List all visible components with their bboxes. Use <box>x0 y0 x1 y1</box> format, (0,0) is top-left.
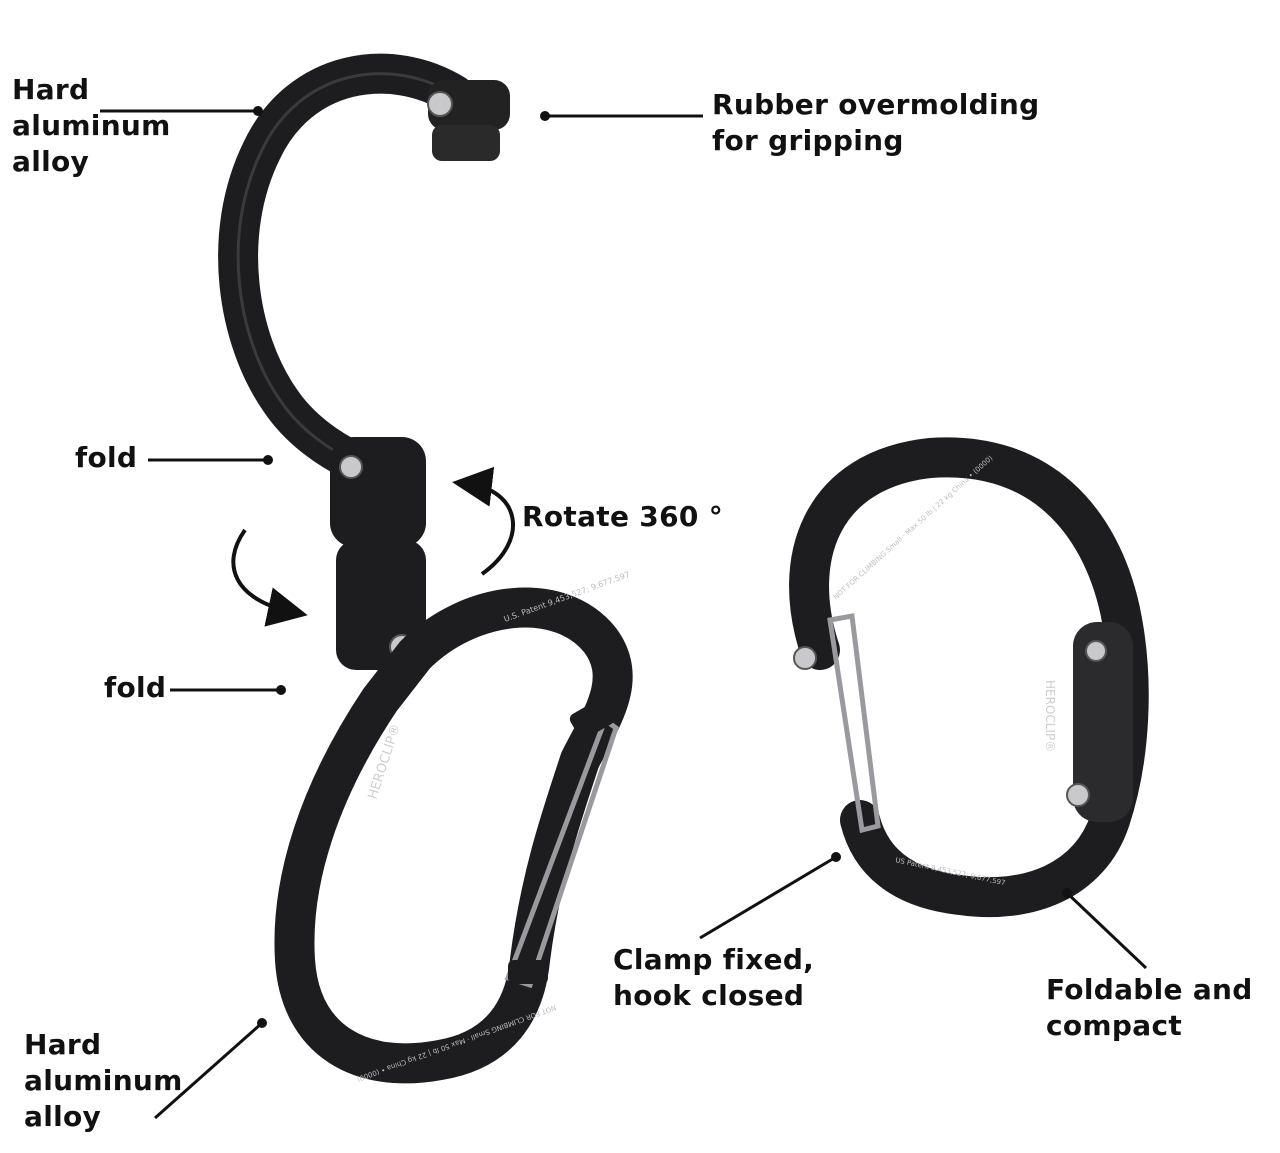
label-line: compact <box>1046 1009 1183 1042</box>
label-line: hook closed <box>613 979 805 1012</box>
label-line: alloy <box>12 145 90 178</box>
label-line: for gripping <box>712 124 904 157</box>
label-line: Hard <box>12 73 90 106</box>
label-fold-lower: fold <box>104 671 167 704</box>
leader-lines <box>100 106 1148 1120</box>
closed-clip: HEROCLIP® NOT FOR CLIMBING Small · Max 5… <box>789 437 1149 918</box>
label-line: aluminum <box>12 109 171 142</box>
label-foldable-compact: Foldable and compact <box>1046 972 1253 1044</box>
label-rubber-overmolding: Rubber overmolding for gripping <box>712 87 1039 159</box>
label-line: aluminum <box>24 1064 183 1097</box>
closed-pivot <box>1073 622 1133 822</box>
open-clip: HEROCLIP® U.S. Patent 9,453,527; 9,677,5… <box>218 53 633 1084</box>
leader-bottom-left <box>154 1021 263 1120</box>
label-clamp-fixed: Clamp fixed, hook closed <box>613 942 814 1014</box>
label-line: Rubber overmolding <box>712 88 1040 121</box>
label-line: alloy <box>24 1100 102 1133</box>
leader-clamp <box>699 855 837 940</box>
rotate-arrow-left <box>231 528 308 627</box>
pivot-upper <box>330 437 426 547</box>
rubber-tip <box>428 80 510 130</box>
gate-wire <box>504 716 619 989</box>
label-hard-aluminum-bottom: Hard aluminum alloy <box>24 1027 183 1135</box>
leader-foldable <box>1065 891 1148 970</box>
rivet-top <box>427 91 453 117</box>
label-line: Foldable and <box>1046 973 1253 1006</box>
closed-gate-wire <box>827 613 881 834</box>
label-hard-aluminum-top: Hard aluminum alloy <box>12 72 171 180</box>
engraving-brand-closed: HEROCLIP® <box>1043 680 1057 752</box>
label-fold-upper: fold <box>75 441 138 474</box>
rotate-arrow-right <box>452 466 515 576</box>
label-line: Hard <box>24 1028 102 1061</box>
rivet-fold-upper <box>339 455 363 479</box>
label-rotate-360: Rotate 360 ° <box>522 500 723 533</box>
label-line: Clamp fixed, <box>613 943 815 976</box>
lower-loop <box>274 587 633 1084</box>
